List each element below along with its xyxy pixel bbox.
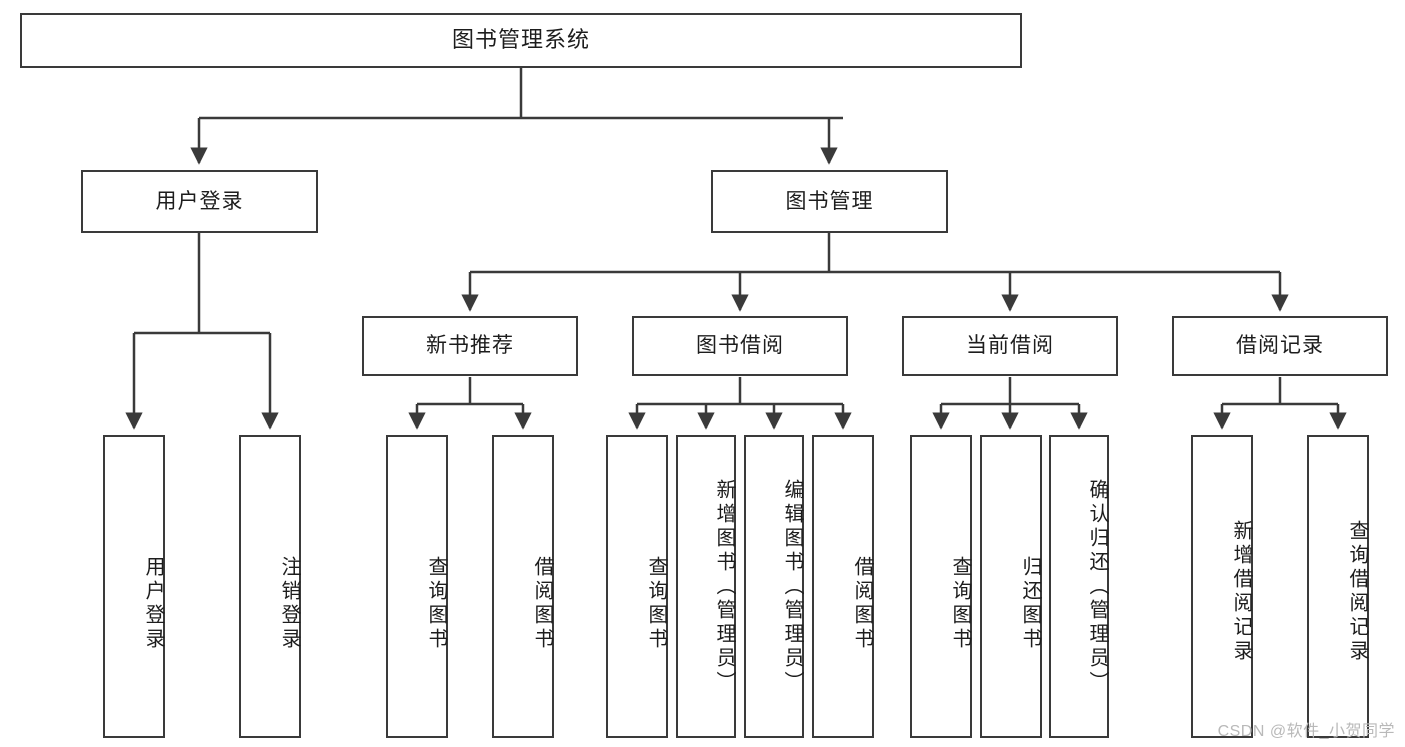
node-leaf-query-book-borrow[interactable]: 查询图书 [606, 435, 668, 738]
node-label: 借阅图书 [531, 555, 553, 652]
node-label: 新增图书（管理员） [713, 478, 735, 695]
node-label: 用户登录 [142, 555, 164, 652]
node-root-book-management-system[interactable]: 图书管理系统 [20, 13, 1022, 68]
node-label: 查询图书 [949, 555, 971, 652]
node-label: 查询图书 [645, 555, 667, 652]
node-label: 借阅记录 [1236, 334, 1324, 358]
node-label: 用户登录 [155, 189, 244, 213]
node-label: 确认归还（管理员） [1086, 478, 1108, 695]
node-label: 查询借阅记录 [1346, 519, 1368, 664]
csdn-watermark: CSDN @软件_小贺同学 [1217, 723, 1395, 740]
node-label: 图书借阅 [696, 334, 784, 358]
node-leaf-edit-book[interactable]: 编辑图书（管理员） [744, 435, 804, 738]
node-label: 借阅图书 [851, 555, 873, 652]
node-label: 归还图书 [1019, 555, 1041, 652]
node-book-management[interactable]: 图书管理 [711, 170, 948, 233]
node-label: 注销登录 [278, 555, 300, 652]
node-leaf-confirm-return[interactable]: 确认归还（管理员） [1049, 435, 1109, 738]
node-book-borrow[interactable]: 图书借阅 [632, 316, 848, 376]
node-leaf-query-book-current[interactable]: 查询图书 [910, 435, 972, 738]
node-user-login[interactable]: 用户登录 [81, 170, 318, 233]
node-borrow-record[interactable]: 借阅记录 [1172, 316, 1388, 376]
node-leaf-add-borrow-record[interactable]: 新增借阅记录 [1191, 435, 1253, 738]
node-label: 当前借阅 [966, 334, 1054, 358]
node-label: 编辑图书（管理员） [781, 478, 803, 695]
node-leaf-borrow-book-recommend[interactable]: 借阅图书 [492, 435, 554, 738]
node-leaf-borrow-book[interactable]: 借阅图书 [812, 435, 874, 738]
node-leaf-query-borrow-record[interactable]: 查询借阅记录 [1307, 435, 1369, 738]
node-leaf-query-book-recommend[interactable]: 查询图书 [386, 435, 448, 738]
node-new-book-recommend[interactable]: 新书推荐 [362, 316, 578, 376]
node-leaf-return-book[interactable]: 归还图书 [980, 435, 1042, 738]
node-leaf-user-login[interactable]: 用户登录 [103, 435, 165, 738]
node-label: 查询图书 [425, 555, 447, 652]
node-leaf-user-logout[interactable]: 注销登录 [239, 435, 301, 738]
node-label: 图书管理系统 [451, 27, 590, 53]
node-current-borrow[interactable]: 当前借阅 [902, 316, 1118, 376]
node-label: 新书推荐 [426, 334, 514, 358]
node-leaf-add-book[interactable]: 新增图书（管理员） [676, 435, 736, 738]
node-label: 图书管理 [785, 189, 874, 213]
node-label: 新增借阅记录 [1230, 519, 1252, 664]
